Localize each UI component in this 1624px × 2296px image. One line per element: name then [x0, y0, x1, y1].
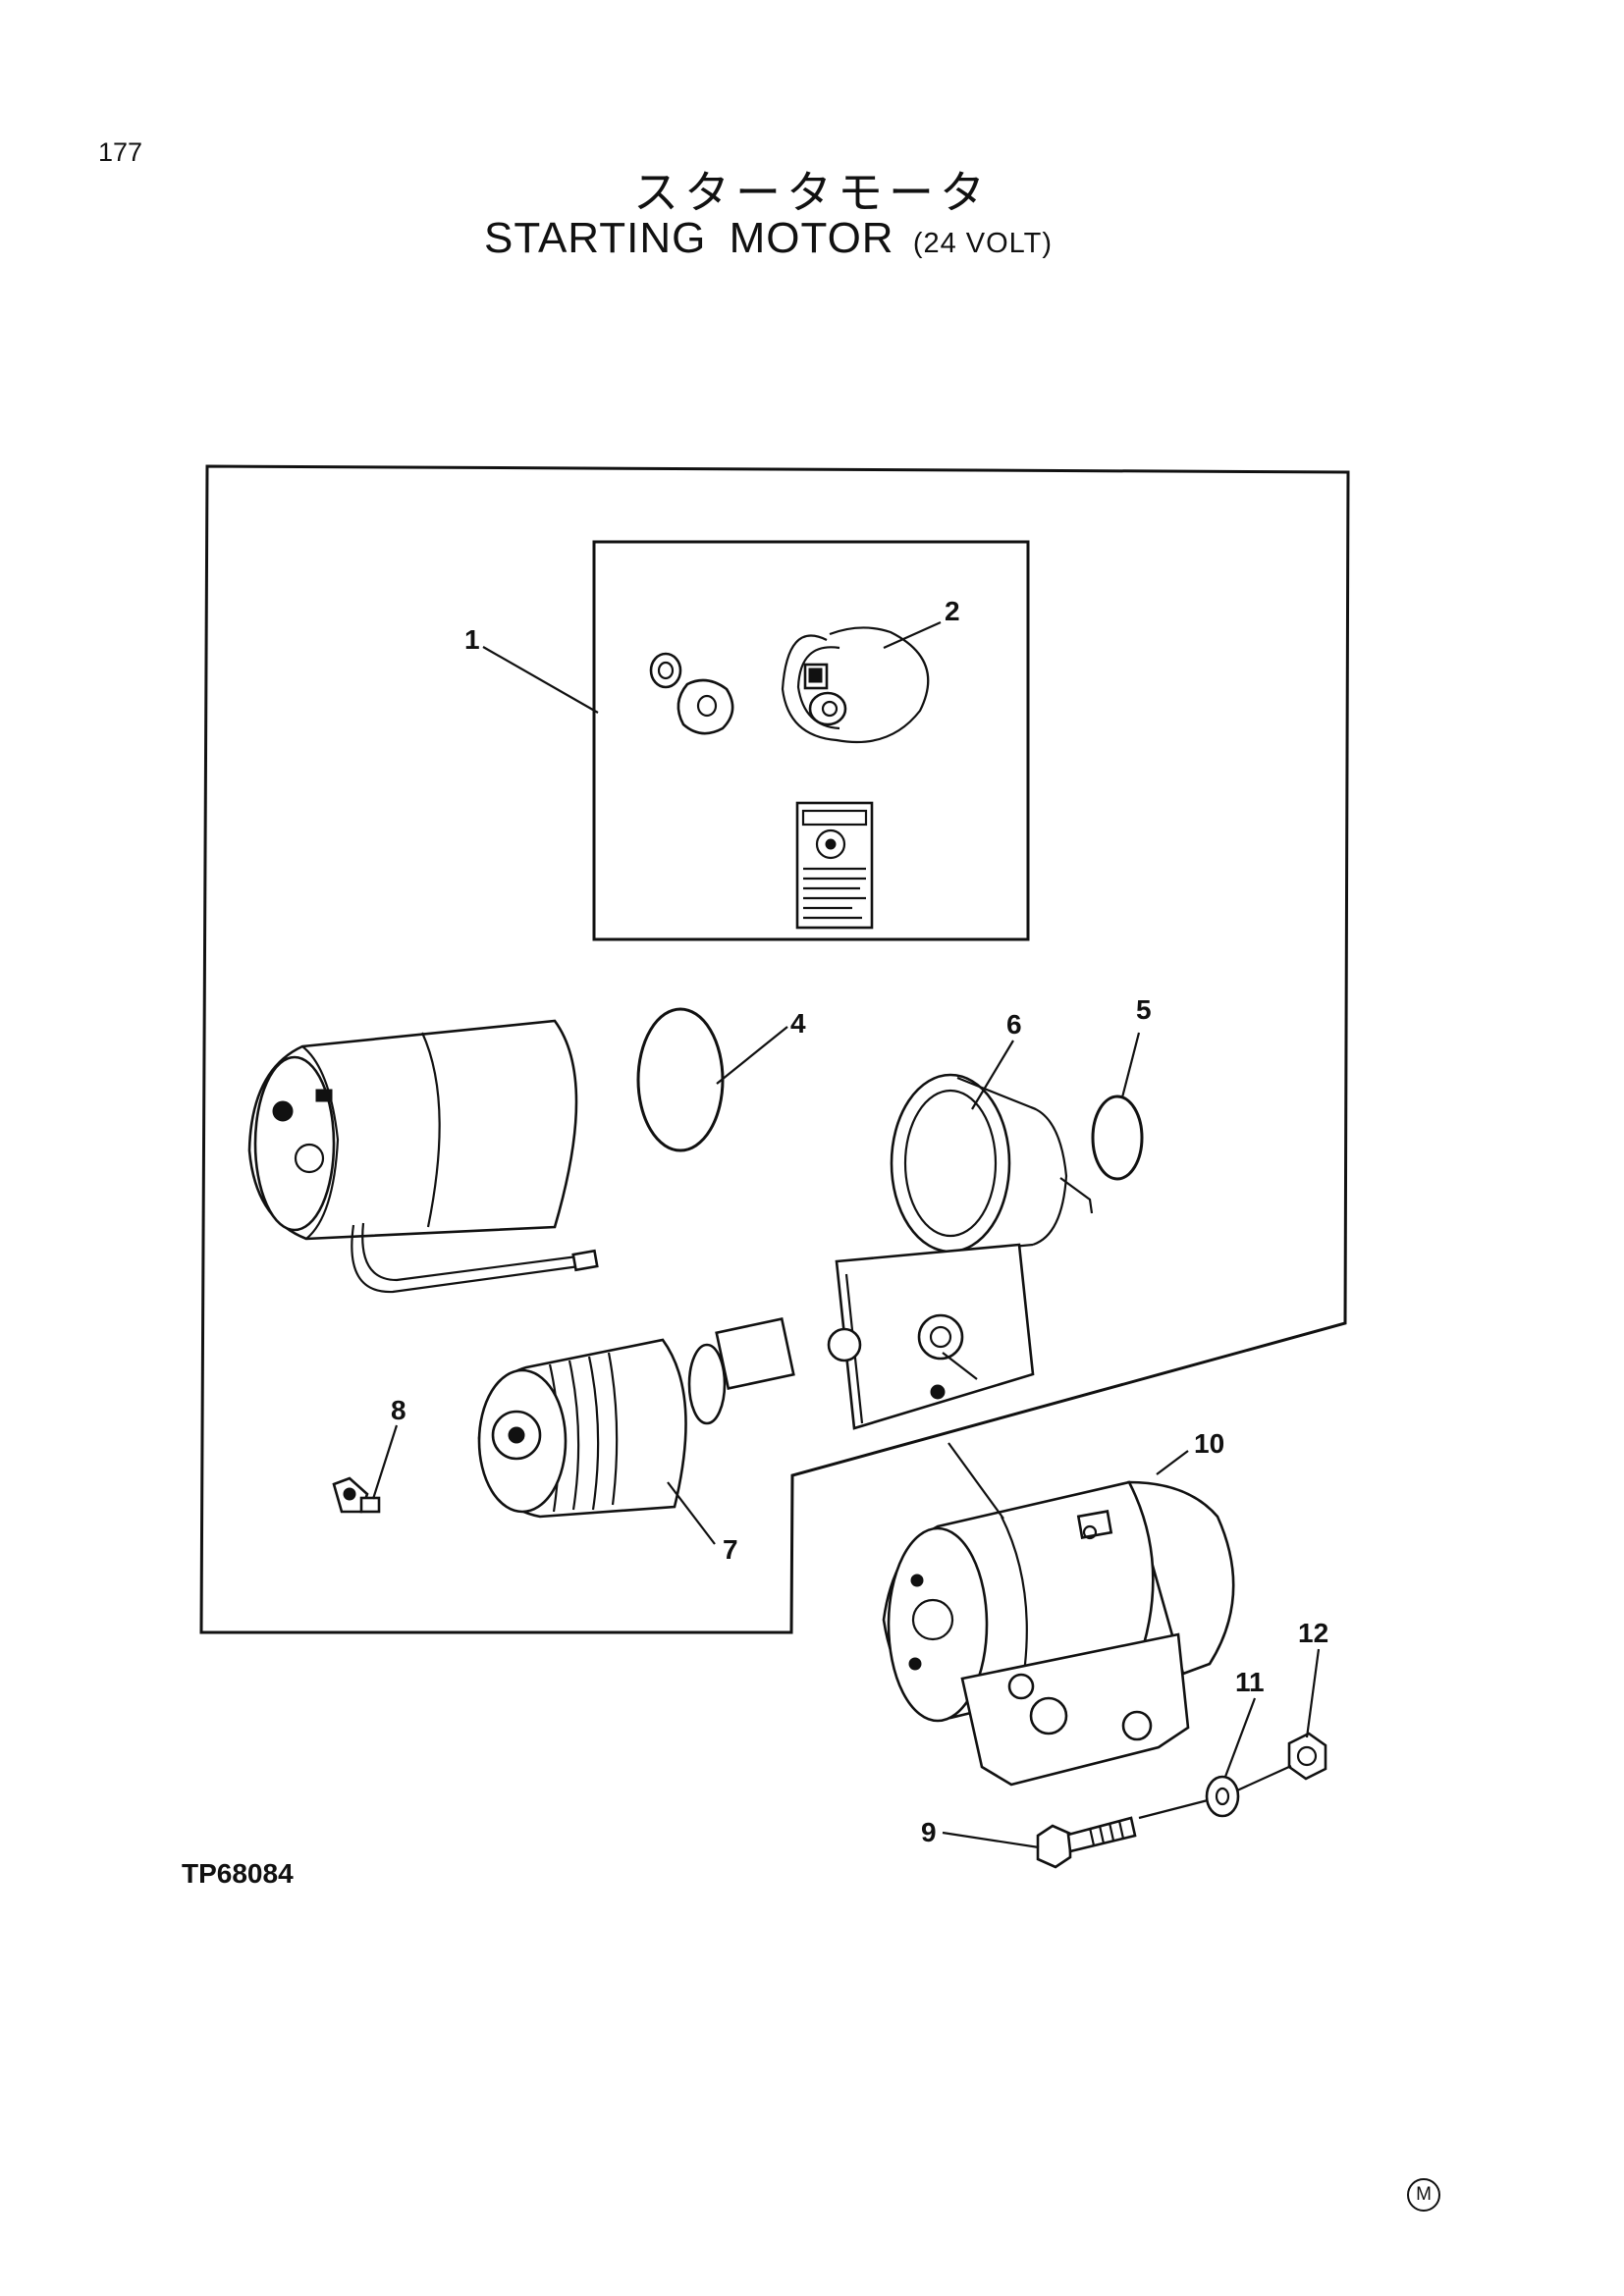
- part-bushing: [649, 652, 734, 735]
- callout-11: 11: [1235, 1667, 1265, 1697]
- title-voltage: (24 VOLT): [912, 228, 1054, 259]
- corner-mark: M: [1407, 2178, 1440, 2212]
- callout-12: 12: [1298, 1618, 1328, 1648]
- title-english: STARTING MOTOR (24 VOLT): [484, 214, 1053, 263]
- part-washer: [1205, 1775, 1240, 1818]
- part-instruction-label: [795, 801, 874, 930]
- callout-numbers: 1 2 4 5 6 7 8 9 10 11 12: [391, 596, 1328, 1847]
- figure-code: TP68084: [182, 1858, 294, 1889]
- title-japanese: スタータモータ: [633, 166, 991, 219]
- callout-5: 5: [1136, 994, 1152, 1025]
- part-terminal-screw: [332, 1476, 381, 1514]
- callout-10: 10: [1194, 1428, 1224, 1459]
- callout-4: 4: [790, 1008, 806, 1039]
- part-o-ring-large: [636, 1007, 725, 1152]
- title-main: STARTING MOTOR: [484, 214, 894, 262]
- part-pinion-drive: [477, 1317, 795, 1519]
- subkit-box: [592, 540, 1030, 941]
- part-clamp: [781, 626, 930, 744]
- callout-9: 9: [921, 1817, 937, 1847]
- callout-8: 8: [391, 1395, 406, 1425]
- page-number: 177: [98, 137, 143, 167]
- part-gear-housing: [827, 1073, 1094, 1430]
- part-bolt: [1036, 1816, 1137, 1869]
- part-starter-assembly: [882, 1480, 1235, 1787]
- part-motor-yoke: [247, 1019, 599, 1294]
- kit-boundary: [199, 464, 1350, 1634]
- callout-6: 6: [1006, 1009, 1022, 1040]
- callout-7: 7: [723, 1534, 738, 1565]
- callout-2: 2: [945, 596, 960, 626]
- part-nut: [1287, 1732, 1327, 1781]
- leader-lines: [371, 620, 1321, 1849]
- callout-1: 1: [464, 624, 480, 655]
- part-o-ring-small: [1091, 1095, 1144, 1181]
